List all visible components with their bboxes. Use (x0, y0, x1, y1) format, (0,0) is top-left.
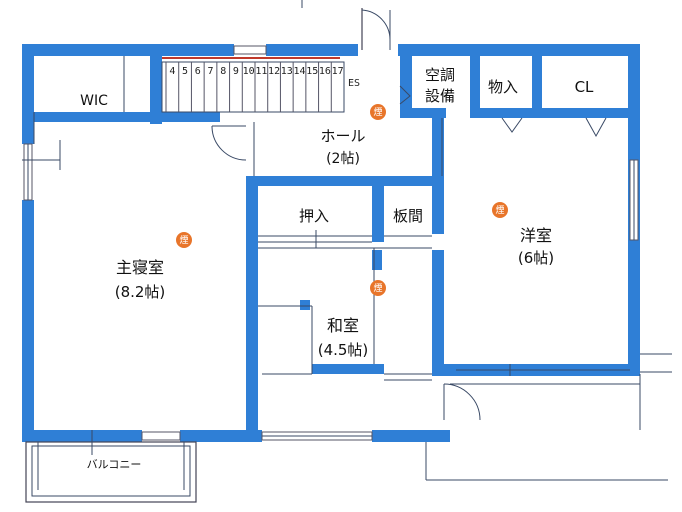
smoke-detector-icon: 煙 (176, 232, 192, 248)
stair-step-number: 9 (233, 66, 239, 77)
interior-walls (22, 44, 640, 442)
svg-text:煙: 煙 (373, 283, 382, 294)
stair-step-number: 5 (182, 66, 188, 77)
stair-step-number: 12 (268, 66, 280, 77)
stair-step-number: 4 (169, 66, 175, 77)
smoke-detector-icon: 煙 (370, 104, 386, 120)
stair-step-number: 13 (281, 66, 293, 77)
room-size-western: (6帖) (518, 249, 554, 267)
room-size-washitsu: (4.5帖) (318, 341, 369, 359)
stair-step-number: 15 (306, 66, 318, 77)
stair-step-number: 8 (220, 66, 226, 77)
exterior-walls (22, 44, 640, 442)
stair-step-number: 14 (293, 66, 305, 77)
stair-step-number: 17 (332, 66, 344, 77)
svg-text:煙: 煙 (373, 107, 382, 118)
room-size-hall: (2帖) (326, 151, 360, 167)
room-label-storage: 物入 (488, 78, 518, 96)
svg-text:煙: 煙 (179, 235, 188, 246)
room-label-hall: ホール (320, 127, 365, 145)
room-labels: WIC ホール (2帖) 空調 設備 物入 CL 押入 板間 主寝室 (8.2帖… (70, 66, 594, 471)
smoke-detector-icon: 煙 (492, 202, 508, 218)
stair-step-number: 6 (195, 66, 201, 77)
stair-step-number: 16 (319, 66, 331, 77)
entrance-door (361, 8, 391, 50)
room-size-master: (8.2帖) (115, 283, 166, 301)
room-label-balcony: バルコニー (87, 458, 142, 471)
room-label-western: 洋室 (520, 226, 552, 245)
stair-step-number: 10 (243, 66, 255, 77)
smoke-detector-icons: 煙 煙 煙 煙 (176, 104, 508, 296)
room-label-aircon-2: 設備 (425, 87, 455, 105)
room-label-aircon-1: 空調 (425, 66, 455, 84)
room-label-oshiire: 押入 (299, 207, 329, 225)
stair-up-mark: ES (348, 78, 360, 89)
room-label-master: 主寝室 (116, 258, 164, 277)
room-label-itama: 板間 (393, 207, 423, 225)
smoke-detector-icon: 煙 (370, 280, 386, 296)
room-label-wic: WIC (80, 93, 108, 109)
svg-text:煙: 煙 (495, 205, 504, 216)
stair-step-number: 11 (255, 66, 267, 77)
room-label-closet: CL (575, 78, 594, 96)
stair-step-number: 7 (207, 66, 213, 77)
room-label-washitsu: 和室 (327, 316, 359, 335)
fixtures-lines (22, 45, 672, 503)
